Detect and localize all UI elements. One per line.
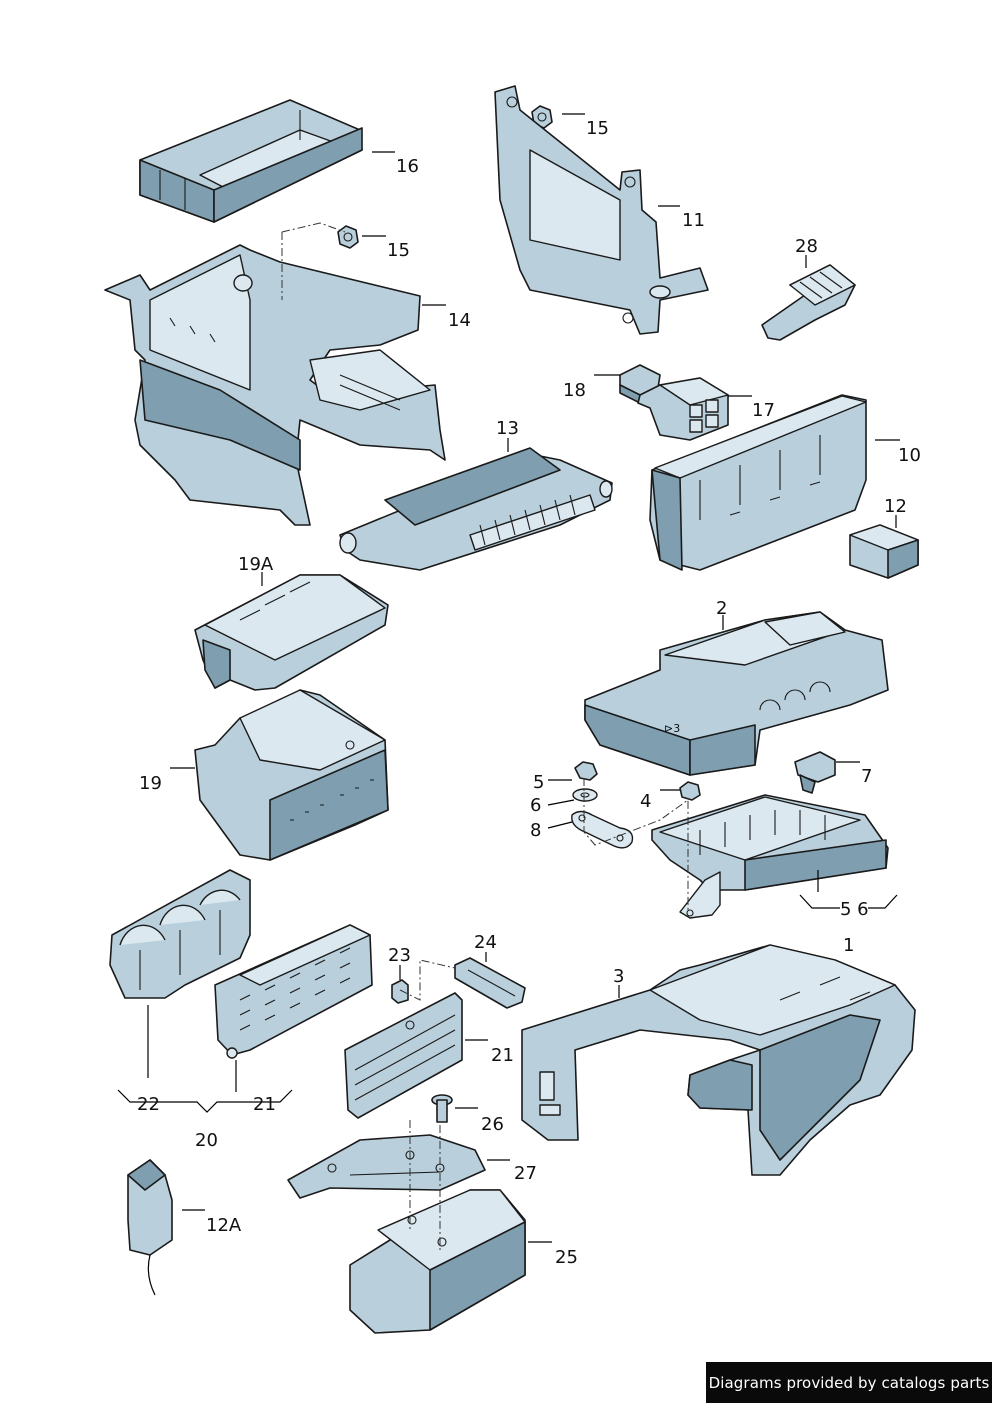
part-2-control-unit[interactable]: ⊳3 xyxy=(584,611,889,776)
callout-21-plate: 21 xyxy=(491,1045,514,1066)
part-7-fuse[interactable] xyxy=(794,751,836,794)
part-17-relay-socket[interactable] xyxy=(637,377,729,441)
callout-27: 27 xyxy=(514,1163,537,1184)
part-2-marking: ⊳3 xyxy=(664,722,680,735)
callout-7: 7 xyxy=(861,766,872,787)
callout-20: 20 xyxy=(195,1130,218,1151)
assembly-line-c xyxy=(399,959,456,1001)
callout-4: 4 xyxy=(640,791,651,812)
part-5-nut[interactable] xyxy=(574,761,598,781)
callout-3: 3 xyxy=(613,966,624,987)
callout-10: 10 xyxy=(898,445,921,466)
callout-12A: 12A xyxy=(206,1215,242,1236)
part-15-nut-b[interactable] xyxy=(337,225,359,249)
assembly-line-d xyxy=(409,1120,441,1250)
part-14-holder[interactable] xyxy=(104,244,446,526)
callout-2: 2 xyxy=(716,598,727,619)
callout-28: 28 xyxy=(795,236,818,257)
callout-1: 1 xyxy=(843,935,854,956)
leader-lines xyxy=(117,113,900,1243)
assembly-line-b xyxy=(583,778,689,912)
part-28-connector[interactable] xyxy=(761,264,856,341)
callout-16: 16 xyxy=(396,156,419,177)
callout-11: 11 xyxy=(682,210,705,231)
assembly-line-a xyxy=(281,222,346,300)
callout-12: 12 xyxy=(884,496,907,517)
part-24-strip[interactable] xyxy=(454,957,526,1009)
callout-18: 18 xyxy=(563,380,586,401)
callout-13: 13 xyxy=(496,418,519,439)
part-21-cover-plate[interactable] xyxy=(344,992,463,1119)
callout-5-6: 5 6 xyxy=(840,899,869,920)
callout-24: 24 xyxy=(474,932,497,953)
callout-6: 6 xyxy=(530,795,541,816)
part-18-plug[interactable] xyxy=(619,364,661,404)
callout-19A: 19A xyxy=(238,554,274,575)
callout-17: 17 xyxy=(752,400,775,421)
part-8-strap[interactable] xyxy=(571,810,634,849)
part-12A-relay[interactable] xyxy=(127,1159,173,1296)
part-13-fuse-strip[interactable] xyxy=(339,447,613,571)
callout-5: 5 xyxy=(533,772,544,793)
callout-15-top: 15 xyxy=(586,118,609,139)
part-4-nut[interactable] xyxy=(679,781,701,801)
part-19A-lid[interactable] xyxy=(194,574,389,691)
part-21-connector-block[interactable] xyxy=(214,924,373,1059)
part-11-bracket[interactable] xyxy=(494,85,709,335)
part-16-cover[interactable] xyxy=(139,99,363,223)
part-19-fuse-holder[interactable] xyxy=(194,689,389,861)
callout-15-mid: 15 xyxy=(387,240,410,261)
part-3-mounting-bracket[interactable] xyxy=(521,944,916,1176)
part-56-fuse-carrier[interactable] xyxy=(651,794,889,919)
part-26-bolt[interactable] xyxy=(431,1094,453,1123)
callout-22: 22 xyxy=(137,1094,160,1115)
part-6-washer[interactable] xyxy=(572,788,598,802)
credit-badge: Diagrams provided by catalogs parts xyxy=(706,1362,992,1403)
callout-25: 25 xyxy=(555,1247,578,1268)
callout-19: 19 xyxy=(139,773,162,794)
part-10-fuse-box[interactable] xyxy=(649,394,867,571)
callout-14: 14 xyxy=(448,310,471,331)
callout-23: 23 xyxy=(388,945,411,966)
callout-21-block: 21 xyxy=(253,1094,276,1115)
part-12-relay[interactable] xyxy=(849,524,919,579)
part-25-module-box[interactable] xyxy=(349,1189,526,1334)
part-27-plate[interactable] xyxy=(287,1134,486,1199)
callout-8: 8 xyxy=(530,820,541,841)
callout-26: 26 xyxy=(481,1114,504,1135)
part-22-cover[interactable] xyxy=(109,869,251,999)
part-23-clip[interactable] xyxy=(391,979,409,1004)
